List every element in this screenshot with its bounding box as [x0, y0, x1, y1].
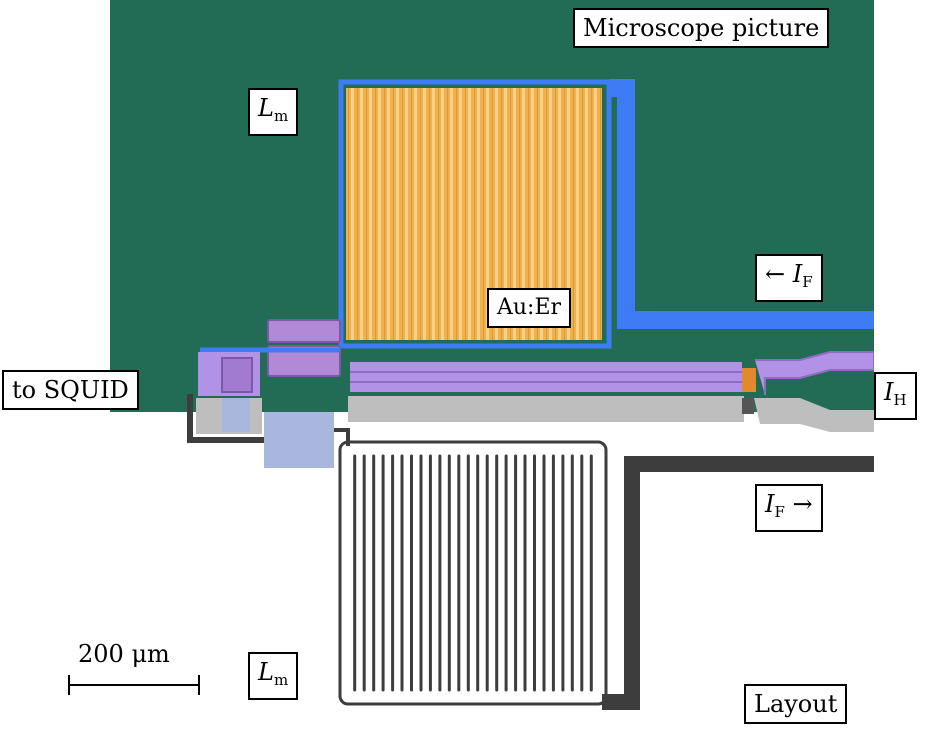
layout-title-label: Layout [744, 684, 848, 724]
scale-bar-text: 200 μm [78, 640, 170, 668]
layout-heater-lead [754, 398, 874, 432]
sensor-outline [338, 79, 612, 349]
to-squid-label: to SQUID [2, 370, 139, 410]
scale-bar [68, 675, 200, 695]
microscope-title-label: Microscope picture [573, 8, 830, 48]
if-left-label: ← IF [755, 254, 823, 302]
lm-lower-label: Lm [248, 652, 299, 700]
if-right-label: IF → [755, 484, 823, 532]
pad-upper [267, 319, 341, 343]
layout-meander-outline [338, 440, 608, 706]
au-er-label: Au:Er [487, 288, 572, 328]
ih-label: IH [874, 372, 917, 420]
pad-lower [267, 345, 341, 377]
layout-field-line [602, 456, 874, 710]
layout-gray-strip [348, 396, 744, 422]
heater-lead [755, 351, 874, 395]
layout-bond-pad [264, 412, 334, 468]
layout-meander-lines [353, 454, 593, 692]
purple-strip [350, 362, 742, 392]
layout-squid-lead [187, 394, 264, 443]
lm-upper-label: Lm [248, 88, 299, 136]
microscope-image [110, 0, 874, 412]
field-line [609, 79, 874, 329]
